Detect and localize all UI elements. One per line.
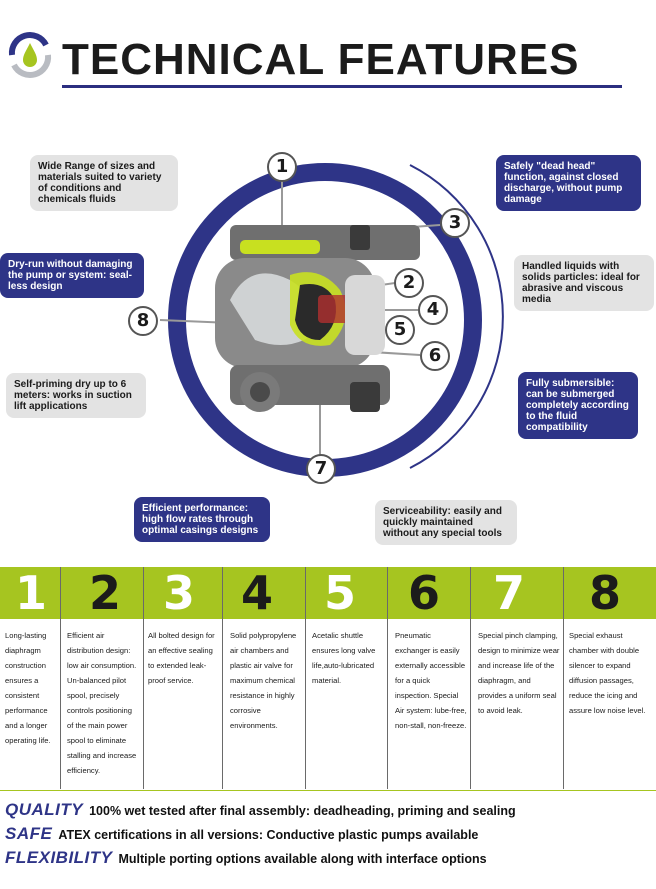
- column-number-6: 6: [407, 566, 440, 620]
- page-title: TECHNICAL FEATURES: [62, 35, 580, 84]
- feature-flexibility-text: Multiple porting options available along…: [118, 852, 487, 866]
- feature-flexibility-keyword: FLEXIBILITY: [5, 848, 113, 867]
- column-divider: [143, 567, 144, 789]
- column-number-8: 8: [588, 566, 621, 620]
- column-divider: [222, 567, 223, 789]
- column-divider: [60, 567, 61, 789]
- diagram-number-3: 3: [440, 208, 470, 238]
- feature-safe-keyword: SAFE: [5, 824, 53, 843]
- feature-flexibility: FLEXIBILITY Multiple porting options avai…: [5, 848, 487, 868]
- column-number-5: 5: [323, 566, 356, 620]
- bottom-divider: [0, 790, 656, 791]
- callout-submersible: Fully submersible: can be submerged comp…: [518, 372, 638, 439]
- feature-safe: SAFE ATEX certifications in all versions:…: [5, 824, 478, 844]
- diagram-number-2: 2: [394, 268, 424, 298]
- diagram-number-4: 4: [418, 295, 448, 325]
- callout-wide-range: Wide Range of sizes and materials suited…: [30, 155, 178, 211]
- column-number-7: 7: [492, 566, 525, 620]
- diagram-number-7: 7: [306, 454, 336, 484]
- feature-quality-keyword: QUALITY: [5, 800, 84, 819]
- column-number-3: 3: [162, 566, 195, 620]
- column-text-6: Pneumatic exchanger is easily externally…: [395, 631, 467, 730]
- numbers-band: [0, 567, 656, 619]
- column-divider: [470, 567, 471, 789]
- column-divider: [305, 567, 306, 789]
- column-text-1: Long-lasting diaphragm construction ensu…: [5, 631, 51, 745]
- column-text-4: Solid polypropylene air chambers and pla…: [230, 631, 297, 730]
- column-text-2: Efficient air distribution design: low a…: [67, 631, 137, 775]
- column-divider: [387, 567, 388, 789]
- callout-serviceability: Serviceability: easily and quickly maint…: [375, 500, 517, 545]
- diagram-number-6: 6: [420, 341, 450, 371]
- callout-solids: Handled liquids with solids particles: i…: [514, 255, 654, 311]
- feature-quality-text: 100% wet tested after final assembly: de…: [89, 804, 516, 818]
- column-number-2: 2: [88, 566, 121, 620]
- callout-dead-head: Safely "dead head" function, against clo…: [496, 155, 641, 211]
- column-number-1: 1: [14, 566, 47, 620]
- pump-illustration: [215, 225, 420, 412]
- diagram-number-1: 1: [267, 152, 297, 182]
- column-text-5: Acetalic shuttle ensures long valve life…: [312, 631, 376, 685]
- feature-quality: QUALITY 100% wet tested after final assem…: [5, 800, 516, 820]
- diagram-number-8: 8: [128, 306, 158, 336]
- diagram-number-5: 5: [385, 315, 415, 345]
- title-underline: [62, 85, 622, 88]
- drop-logo-icon: [8, 32, 52, 78]
- callout-self-priming: Self-priming dry up to 6 meters: works i…: [6, 373, 146, 418]
- column-text-3: All bolted design for an effective seali…: [148, 631, 215, 685]
- column-divider: [563, 567, 564, 789]
- feature-safe-text: ATEX certifications in all versions: Con…: [58, 828, 479, 842]
- column-text-7: Special pinch clamping, design to minimi…: [478, 631, 560, 715]
- callout-dry-run: Dry-run without damaging the pump or sys…: [0, 253, 144, 298]
- callout-efficient: Efficient performance: high flow rates t…: [134, 497, 270, 542]
- column-text-8: Special exhaust chamber with double sile…: [569, 631, 646, 715]
- column-number-4: 4: [240, 566, 273, 620]
